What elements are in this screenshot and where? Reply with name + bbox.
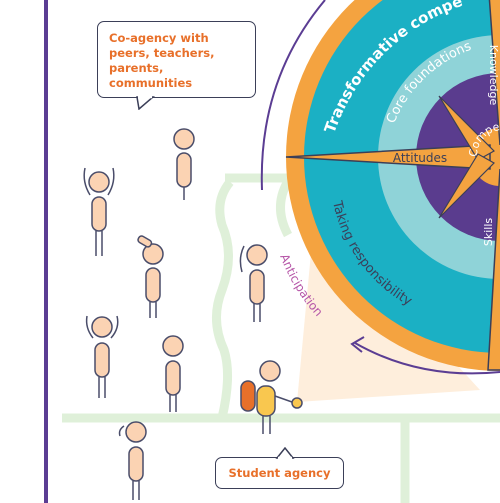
lantern-icon (291, 397, 303, 409)
needle-nw (438, 95, 495, 161)
person-standing-3 (118, 421, 147, 500)
person-standing-2 (162, 335, 184, 412)
lower-curve-arrow (354, 342, 500, 375)
compass (285, 0, 500, 371)
coagency-text: Co-agency with peers, teachers, parents,… (109, 31, 215, 90)
person-standing-1 (173, 128, 195, 200)
student-agency-text: Student agency (228, 466, 331, 480)
coagency-bubble-tail (136, 96, 155, 110)
needle-west (285, 144, 491, 170)
person-raised-arms-1 (83, 167, 115, 256)
coagency-callout: Co-agency with peers, teachers, parents,… (97, 21, 256, 98)
label-skills: Skills (482, 218, 495, 247)
student-agency-label: Student agency (215, 457, 344, 489)
person-waving (239, 244, 268, 322)
left-border (44, 0, 48, 503)
label-knowledge: Knowledge (487, 45, 500, 106)
arrow-head-icon (350, 336, 365, 353)
upper-curve-arrow (260, 0, 326, 191)
people (83, 128, 303, 500)
label-attitudes: Attitudes (393, 151, 447, 165)
person-raised-arms-2 (85, 315, 119, 398)
needle-sw (438, 153, 495, 219)
needle-south (487, 168, 500, 371)
student-with-backpack (240, 360, 303, 434)
needle-north (488, 0, 500, 146)
person-with-cap (137, 235, 164, 318)
agency-bubble-tail (275, 447, 295, 459)
